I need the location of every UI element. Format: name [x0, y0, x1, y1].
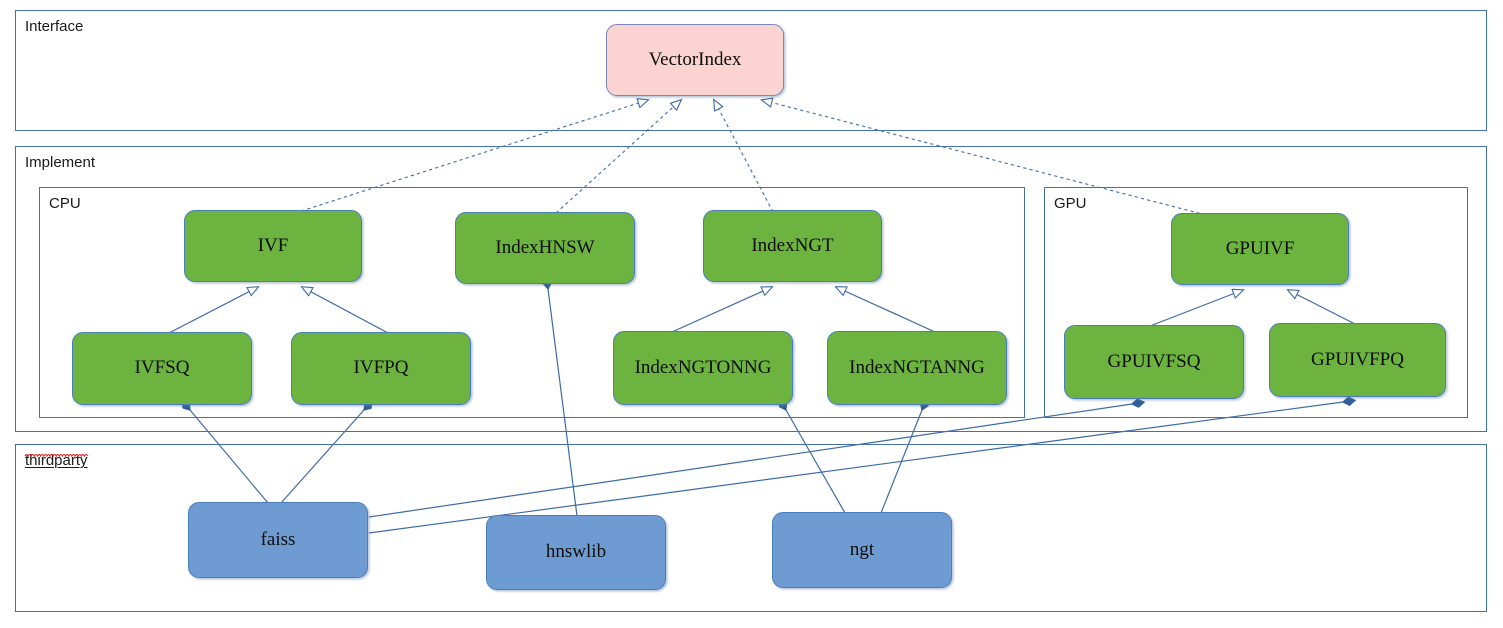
class-node-ivf[interactable]: IVF	[184, 210, 362, 282]
class-node-label-gpuivfpq: GPUIVFPQ	[1311, 348, 1404, 370]
class-node-label-indexngt: IndexNGT	[751, 234, 834, 256]
class-node-label-ivf: IVF	[257, 234, 289, 256]
package-label-gpu: GPU	[1054, 195, 1087, 212]
class-node-gpuivf[interactable]: GPUIVF	[1171, 213, 1349, 285]
package-interface	[15, 10, 1487, 131]
package-cpu	[39, 187, 1025, 418]
package-label-implement: Implement	[25, 154, 96, 171]
class-node-label-gpuivfsq: GPUIVFSQ	[1107, 350, 1201, 372]
class-node-label-indexngtonng: IndexNGTONNG	[634, 356, 772, 378]
package-label-interface: Interface	[25, 18, 84, 35]
class-node-label-indexhnsw: IndexHNSW	[495, 236, 595, 258]
class-node-indexngt[interactable]: IndexNGT	[703, 210, 882, 282]
class-node-label-ngt: ngt	[849, 538, 875, 560]
package-label-thirdparty: thirdparty	[24, 452, 89, 469]
class-node-label-hnswlib: hnswlib	[545, 541, 607, 563]
class-node-hnswlib[interactable]: hnswlib	[486, 515, 666, 590]
class-node-label-ivfsq: IVFSQ	[134, 357, 190, 379]
class-node-indexngtanng[interactable]: IndexNGTANNG	[827, 331, 1007, 405]
spellcheck-squiggle-icon	[24, 453, 89, 458]
class-node-label-gpuivf: GPUIVF	[1225, 237, 1295, 259]
package-label-cpu: CPU	[49, 195, 81, 212]
class-node-ivfsq[interactable]: IVFSQ	[72, 332, 252, 405]
class-node-label-ivfpq: IVFPQ	[353, 357, 409, 379]
class-node-ngt[interactable]: ngt	[772, 512, 952, 588]
class-node-label-vectorindex: VectorIndex	[648, 48, 742, 70]
package-implement	[15, 146, 1487, 432]
class-node-vectorindex[interactable]: VectorIndex	[606, 24, 784, 96]
package-gpu	[1044, 187, 1468, 418]
class-node-label-indexngtanng: IndexNGTANNG	[849, 356, 985, 378]
class-node-indexhnsw[interactable]: IndexHNSW	[455, 212, 635, 284]
class-node-label-faiss: faiss	[260, 528, 296, 550]
class-node-gpuivfpq[interactable]: GPUIVFPQ	[1269, 323, 1446, 397]
class-node-faiss[interactable]: faiss	[188, 502, 368, 578]
class-node-gpuivfsq[interactable]: GPUIVFSQ	[1064, 325, 1244, 399]
package-thirdparty	[15, 444, 1487, 612]
class-node-indexngtonng[interactable]: IndexNGTONNG	[613, 331, 793, 405]
class-node-ivfpq[interactable]: IVFPQ	[291, 332, 471, 405]
